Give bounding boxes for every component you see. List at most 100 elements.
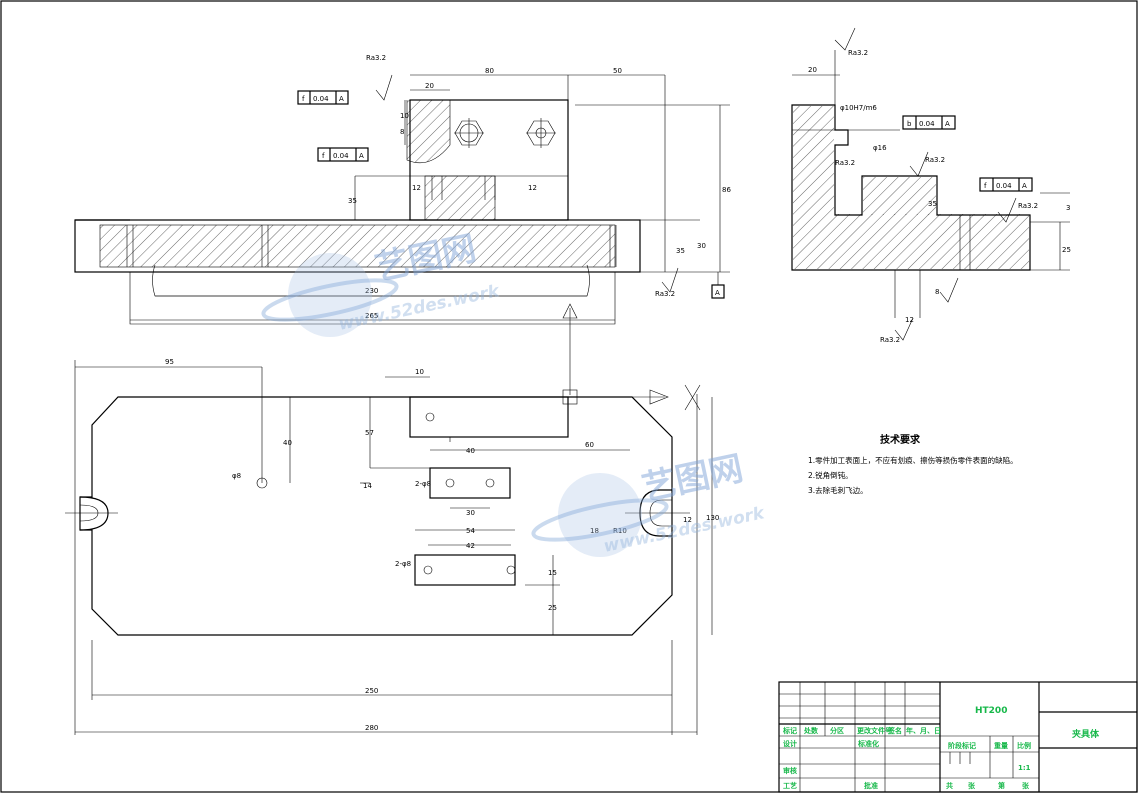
svg-text:40: 40 bbox=[283, 439, 292, 447]
svg-text:0.04: 0.04 bbox=[313, 95, 329, 103]
plan-view bbox=[65, 360, 713, 735]
svg-text:12: 12 bbox=[528, 184, 537, 192]
svg-text:共: 共 bbox=[946, 781, 953, 790]
svg-text:标准化: 标准化 bbox=[857, 739, 879, 748]
svg-text:批准: 批准 bbox=[864, 781, 878, 790]
svg-text:250: 250 bbox=[365, 687, 378, 695]
svg-text:第: 第 bbox=[998, 781, 1005, 790]
svg-text:R10: R10 bbox=[613, 527, 627, 535]
tol-frame-side-f: f 0.04 A bbox=[979, 177, 1033, 192]
svg-text:95: 95 bbox=[165, 358, 174, 366]
svg-text:20: 20 bbox=[808, 66, 817, 74]
svg-text:0.04: 0.04 bbox=[919, 120, 935, 128]
svg-text:审核: 审核 bbox=[783, 766, 797, 775]
watermark-2: 艺图网 www.52des.work bbox=[531, 448, 768, 557]
svg-text:12: 12 bbox=[412, 184, 421, 192]
front-view-dims: 20 80 50 10 8 12 12 35 86 35 30 230 265 … bbox=[348, 54, 731, 320]
tech-req-item: 3.去除毛刺飞边。 bbox=[808, 485, 868, 495]
svg-text:工艺: 工艺 bbox=[783, 781, 797, 790]
svg-text:265: 265 bbox=[365, 312, 378, 320]
tech-requirements: 技术要求 1.零件加工表面上，不应有划痕、擦伤等损伤零件表面的缺陷。 2.锐角倒… bbox=[808, 433, 1018, 495]
svg-text:年、月、日: 年、月、日 bbox=[906, 726, 941, 735]
side-view-dims: 20 φ16 35 25 8 12 3 φ10H7/m6 Ra3.2 Ra3.2… bbox=[808, 49, 1071, 344]
svg-text:Ra3.2: Ra3.2 bbox=[925, 156, 945, 164]
svg-text:A: A bbox=[945, 120, 950, 128]
svg-text:张: 张 bbox=[1022, 781, 1030, 790]
svg-text:230: 230 bbox=[365, 287, 378, 295]
svg-text:φ16: φ16 bbox=[873, 144, 887, 152]
svg-text:A: A bbox=[359, 152, 364, 160]
svg-text:12: 12 bbox=[683, 516, 692, 524]
tech-req-item: 1.零件加工表面上，不应有划痕、擦伤等损伤零件表面的缺陷。 bbox=[808, 455, 1018, 465]
svg-text:280: 280 bbox=[365, 724, 378, 732]
tol-frame-main-2: f 0.04 A bbox=[317, 147, 369, 162]
svg-text:25: 25 bbox=[548, 604, 557, 612]
svg-text:30: 30 bbox=[697, 242, 706, 250]
svg-text:42: 42 bbox=[466, 542, 475, 550]
tol-frame-side-b: b 0.04 A bbox=[902, 115, 956, 130]
svg-text:10: 10 bbox=[415, 368, 424, 376]
svg-text:10: 10 bbox=[400, 112, 409, 120]
datum-a-label: A bbox=[715, 289, 720, 297]
svg-text:3: 3 bbox=[1066, 204, 1070, 212]
svg-text:50: 50 bbox=[613, 67, 622, 75]
plan-view-dims: 95 10 40 57 60 40 14 30 54 42 15 25 130 … bbox=[165, 358, 719, 732]
svg-text:12: 12 bbox=[905, 316, 914, 324]
svg-text:0.04: 0.04 bbox=[996, 182, 1012, 190]
svg-text:60: 60 bbox=[585, 441, 594, 449]
svg-text:40: 40 bbox=[466, 447, 475, 455]
svg-text:20: 20 bbox=[425, 82, 434, 90]
tech-req-title: 技术要求 bbox=[880, 433, 921, 446]
title-block: HT200 夹具体 标记 处数 分区 更改文件号 签名 年、月、日 设计 标准化… bbox=[778, 681, 1138, 793]
svg-text:A: A bbox=[339, 95, 344, 103]
svg-text:18: 18 bbox=[590, 527, 599, 535]
svg-text:8: 8 bbox=[935, 288, 939, 296]
svg-text:30: 30 bbox=[466, 509, 475, 517]
svg-text:更改文件号: 更改文件号 bbox=[857, 726, 892, 735]
svg-text:分区: 分区 bbox=[830, 726, 844, 735]
svg-text:处数: 处数 bbox=[803, 726, 819, 735]
svg-text:φ8: φ8 bbox=[232, 472, 241, 480]
svg-text:15: 15 bbox=[548, 569, 557, 577]
svg-text:0.04: 0.04 bbox=[333, 152, 349, 160]
svg-text:A: A bbox=[1022, 182, 1027, 190]
svg-text:57: 57 bbox=[365, 429, 374, 437]
svg-text:Ra3.2: Ra3.2 bbox=[880, 336, 900, 344]
part-name: 夹具体 bbox=[1072, 728, 1100, 740]
svg-text:35: 35 bbox=[348, 197, 357, 205]
svg-text:设计: 设计 bbox=[783, 739, 797, 748]
svg-text:标记: 标记 bbox=[782, 726, 797, 735]
svg-text:Ra3.2: Ra3.2 bbox=[1018, 202, 1038, 210]
material: HT200 bbox=[975, 706, 1007, 716]
rough-bottom: Ra3.2 bbox=[655, 290, 675, 298]
svg-text:1:1: 1:1 bbox=[1018, 764, 1031, 772]
svg-text:f: f bbox=[322, 152, 325, 160]
tol-frame-main-1: f 0.04 A bbox=[297, 90, 349, 105]
svg-text:签名: 签名 bbox=[887, 726, 902, 735]
rough-top: Ra3.2 bbox=[366, 54, 386, 62]
svg-text:f: f bbox=[302, 95, 305, 103]
side-view bbox=[791, 27, 1070, 341]
svg-text:Ra3.2: Ra3.2 bbox=[848, 49, 868, 57]
svg-text:35: 35 bbox=[676, 247, 685, 255]
svg-text:86: 86 bbox=[722, 186, 731, 194]
svg-text:14: 14 bbox=[363, 482, 372, 490]
svg-text:重量: 重量 bbox=[994, 741, 1008, 750]
svg-text:130: 130 bbox=[706, 514, 719, 522]
svg-text:b: b bbox=[907, 120, 912, 128]
svg-text:8: 8 bbox=[400, 128, 404, 136]
svg-text:f: f bbox=[984, 182, 987, 190]
svg-text:艺图网: 艺图网 bbox=[639, 448, 747, 508]
front-view: A bbox=[74, 74, 730, 395]
svg-text:φ10H7/m6: φ10H7/m6 bbox=[840, 104, 877, 112]
tech-req-item: 2.锐角倒钝。 bbox=[808, 470, 853, 480]
svg-text:35: 35 bbox=[928, 200, 937, 208]
svg-text:25: 25 bbox=[1062, 246, 1071, 254]
svg-text:比例: 比例 bbox=[1017, 741, 1031, 750]
svg-text:Ra3.2: Ra3.2 bbox=[835, 159, 855, 167]
svg-text:2-φ8: 2-φ8 bbox=[415, 480, 431, 488]
svg-text:张: 张 bbox=[968, 781, 976, 790]
svg-text:80: 80 bbox=[485, 67, 494, 75]
